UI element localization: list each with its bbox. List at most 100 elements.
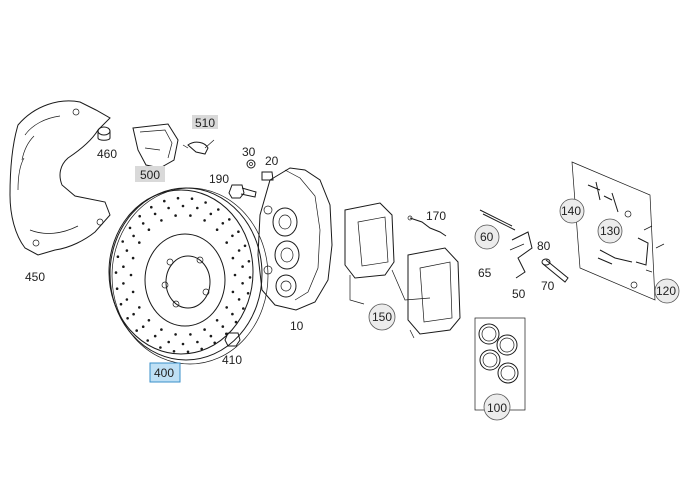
spring-clip-170[interactable] xyxy=(407,215,447,237)
drilled-hole xyxy=(247,260,251,263)
drilled-hole xyxy=(221,325,225,328)
wear-sensor-510[interactable] xyxy=(182,139,215,155)
drilled-hole xyxy=(217,208,220,211)
callout-circle-140 xyxy=(559,198,585,224)
drilled-hole xyxy=(225,241,228,244)
drilled-hole xyxy=(128,226,132,230)
pin-set-60[interactable] xyxy=(479,209,516,231)
drilled-hole xyxy=(138,306,141,309)
drilled-hole xyxy=(141,325,145,329)
tag-500 xyxy=(135,166,165,182)
drilled-hole xyxy=(121,240,124,243)
label-500: 500 xyxy=(140,168,160,182)
drilled-hole xyxy=(237,230,240,233)
drilled-hole xyxy=(189,333,192,336)
caliper[interactable] xyxy=(257,167,333,311)
drilled-hole xyxy=(131,290,135,294)
drilled-hole xyxy=(215,319,219,322)
drilled-hole xyxy=(159,346,162,349)
label-70: 70 xyxy=(541,279,555,293)
label-30: 30 xyxy=(242,145,256,159)
drilled-hole xyxy=(225,306,228,309)
drilled-hole xyxy=(231,312,234,316)
drilled-hole xyxy=(246,292,250,295)
part-30[interactable] xyxy=(246,159,256,169)
drilled-hole xyxy=(147,319,151,322)
drilled-hole xyxy=(181,342,185,346)
drilled-hole xyxy=(122,282,125,285)
drilled-hole xyxy=(215,228,219,231)
bolt-190[interactable] xyxy=(228,184,257,199)
drilled-hole xyxy=(167,340,170,344)
drilled-hole xyxy=(241,265,244,268)
drilled-hole xyxy=(234,320,238,324)
callout-circle-60 xyxy=(474,224,500,250)
drilled-hole xyxy=(132,234,135,238)
drilled-hole xyxy=(138,241,141,244)
drilled-hole xyxy=(174,333,177,336)
callout-circle-130 xyxy=(597,218,623,244)
drilled-hole xyxy=(129,273,133,277)
spring-50[interactable] xyxy=(509,231,533,279)
drilled-hole xyxy=(172,350,176,353)
drilled-hole xyxy=(237,249,241,252)
drilled-hole xyxy=(186,350,190,354)
brake-disc[interactable] xyxy=(108,187,269,365)
label-150: 150 xyxy=(372,310,392,324)
drilled-hole xyxy=(190,197,194,200)
drilled-hole xyxy=(150,205,153,209)
part-20[interactable] xyxy=(261,171,274,181)
drilled-hole xyxy=(114,271,118,274)
bracket-500[interactable] xyxy=(132,123,179,169)
drilled-hole xyxy=(213,341,216,345)
drilled-hole xyxy=(243,244,247,248)
drilled-hole xyxy=(176,196,180,200)
label-140: 140 xyxy=(561,204,581,218)
label-460: 460 xyxy=(97,147,117,161)
screw-410[interactable] xyxy=(224,332,241,347)
drilled-hole xyxy=(138,214,141,218)
tag-400-highlight xyxy=(149,362,181,383)
drilled-hole xyxy=(135,329,138,332)
drilled-hole xyxy=(115,287,119,291)
label-410: 410 xyxy=(222,353,242,367)
brake-pads[interactable] xyxy=(344,202,461,339)
drilled-hole xyxy=(126,317,129,320)
drilled-hole xyxy=(231,256,235,260)
label-120: 120 xyxy=(656,284,676,298)
drilled-hole xyxy=(153,212,157,216)
bolt-460[interactable] xyxy=(97,126,111,141)
drilled-hole xyxy=(231,234,234,238)
drilled-hole xyxy=(174,214,177,217)
drilled-hole xyxy=(141,222,145,225)
drilled-hole xyxy=(131,256,135,260)
tag-510 xyxy=(192,115,218,129)
label-510: 510 xyxy=(195,116,215,130)
drilled-hole xyxy=(196,340,199,344)
drilled-hole xyxy=(163,199,166,203)
dust-shield[interactable] xyxy=(9,100,111,256)
label-190: 190 xyxy=(209,172,229,186)
drilled-hole xyxy=(147,228,151,231)
label-65: 65 xyxy=(478,266,492,280)
drilled-hole xyxy=(248,276,252,279)
drilled-hole xyxy=(189,214,192,217)
drilled-hole xyxy=(203,219,206,222)
drilled-hole xyxy=(209,212,213,216)
label-130: 130 xyxy=(600,224,620,238)
label-80: 80 xyxy=(537,239,551,253)
label-20: 20 xyxy=(265,154,279,168)
drilled-hole xyxy=(228,218,231,221)
hardware-kit[interactable] xyxy=(571,161,665,301)
label-400: 400 xyxy=(154,366,174,380)
drilled-hole xyxy=(122,265,125,269)
drilled-hole xyxy=(160,328,163,331)
guide-pin-70[interactable] xyxy=(541,258,569,283)
drilled-hole xyxy=(203,328,206,331)
callout-circle-100 xyxy=(483,393,511,421)
drilled-hole xyxy=(241,282,244,285)
drilled-hole xyxy=(231,290,235,294)
label-50: 50 xyxy=(512,287,526,301)
drilled-hole xyxy=(116,255,120,258)
